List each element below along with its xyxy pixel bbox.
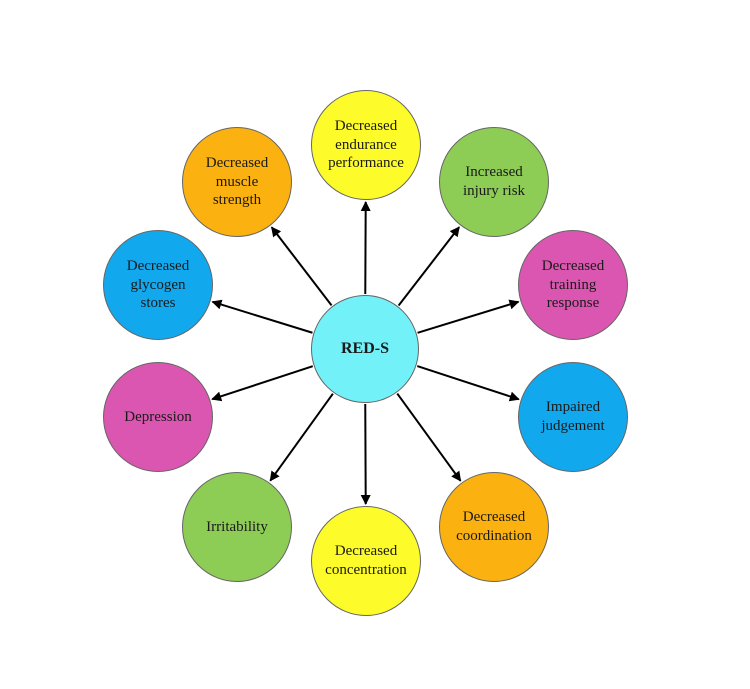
outcome-label: Decreased coordination [456, 509, 532, 544]
outcome-label: Decreased training response [541, 257, 605, 312]
arrow-to-coordination [396, 392, 462, 482]
outcome-label: Irritability [206, 518, 268, 535]
arrow-to-muscle [270, 226, 333, 306]
outcome-node-training-response: Decreased training response [518, 230, 628, 340]
center-label: RED-S [340, 340, 389, 357]
arrow-to-irritability [269, 393, 334, 482]
arrow-to-judgement [416, 365, 520, 402]
arrow-to-depression [211, 365, 314, 402]
outcome-node-concentration: Decreased concentration [311, 506, 421, 616]
outcome-label: Decreased muscle strength [205, 154, 269, 209]
outcome-label: Decreased concentration [325, 543, 407, 578]
outcome-node-coordination: Decreased coordination [439, 472, 549, 582]
outcome-label: Depression [124, 408, 192, 425]
outcome-node-endurance: Decreased endurance performance [311, 90, 421, 200]
arrow-to-glycogen [211, 299, 313, 334]
outcome-label: Decreased glycogen stores [126, 257, 190, 312]
outcome-node-injury-risk: Increased injury risk [439, 127, 549, 237]
outcome-node-depression: Depression [103, 362, 213, 472]
outcome-node-irritability: Irritability [182, 472, 292, 582]
outcome-label: Increased injury risk [462, 164, 526, 199]
arrow-to-injury [397, 226, 460, 307]
outcome-label: Decreased endurance performance [328, 117, 404, 172]
outcome-node-glycogen-stores: Decreased glycogen stores [103, 230, 213, 340]
arrow-to-training [417, 299, 520, 334]
center-node-red-s: RED-S [311, 295, 419, 403]
outcome-node-muscle-strength: Decreased muscle strength [182, 127, 292, 237]
outcome-label: Impaired judgement [541, 399, 605, 434]
outcome-node-judgement: Impaired judgement [518, 362, 628, 472]
